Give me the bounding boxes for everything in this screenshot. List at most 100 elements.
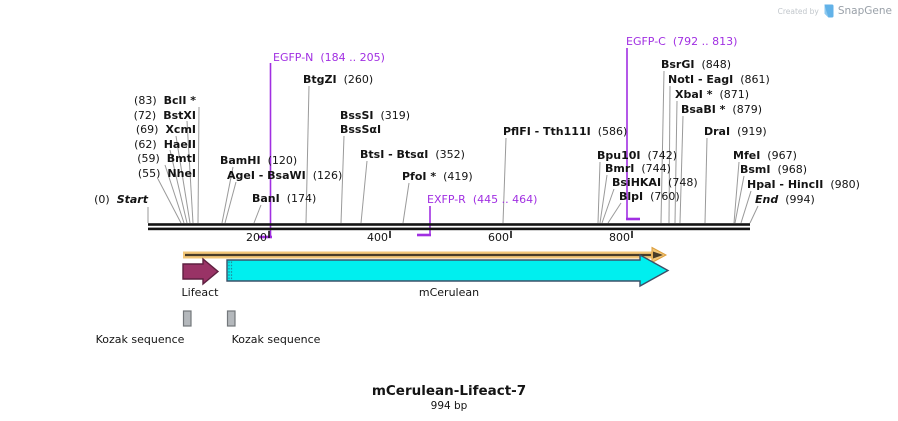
enzyme-label[interactable]: Bpu10I (742) bbox=[597, 150, 677, 162]
enzyme-name: End bbox=[755, 193, 779, 206]
enzyme-position: (760) bbox=[650, 190, 680, 203]
enzyme-label[interactable]: BlpI(760) bbox=[619, 191, 680, 203]
enzyme-site-line bbox=[679, 115, 684, 224]
enzyme-position: (919) bbox=[737, 125, 767, 138]
enzyme-position: (742) bbox=[647, 149, 678, 162]
enzyme-label[interactable]: PflFI - Tth111I(586) bbox=[503, 126, 627, 138]
enzyme-label[interactable]: BamHI (120) bbox=[220, 155, 297, 167]
enzyme-label[interactable]: BssSαI bbox=[340, 124, 388, 136]
enzyme-label[interactable]: DraI (919) bbox=[704, 126, 767, 138]
sequence-backbone bbox=[148, 227, 750, 231]
enzyme-name: Bpu10I bbox=[597, 149, 641, 162]
kozak-sequence-box[interactable] bbox=[226, 310, 236, 327]
feature-caption: Lifeact bbox=[181, 286, 219, 299]
enzyme-position: (968) bbox=[777, 163, 808, 176]
enzyme-name: BamHI bbox=[220, 154, 261, 167]
enzyme-site-line bbox=[607, 202, 622, 224]
enzyme-label[interactable]: BmrI(744) bbox=[605, 163, 671, 175]
map-length: 994 bp bbox=[430, 400, 468, 412]
enzyme-position: (871) bbox=[719, 88, 750, 101]
enzyme-label[interactable]: MfeI(967) bbox=[733, 150, 797, 162]
enzyme-label[interactable]: NotI - EagI(861) bbox=[668, 74, 770, 86]
enzyme-position: (744) bbox=[641, 162, 671, 175]
enzyme-name: BstXI bbox=[163, 109, 196, 122]
enzyme-label[interactable]: (69)XcmI bbox=[136, 124, 196, 136]
watermark-created-by: Created by bbox=[777, 6, 819, 16]
enzyme-site-line bbox=[402, 182, 410, 224]
enzyme-label[interactable]: BssSI(319) bbox=[340, 110, 410, 122]
enzyme-position: (879) bbox=[732, 103, 763, 116]
enzyme-label[interactable]: PfoI *(419) bbox=[402, 171, 473, 183]
enzyme-name: Start bbox=[116, 193, 148, 206]
enzyme-site-line bbox=[186, 120, 194, 224]
enzyme-position: (352) bbox=[435, 148, 465, 161]
primer-label[interactable]: EXFP-R (445 .. 464) bbox=[427, 194, 537, 206]
enzyme-site-line bbox=[740, 190, 752, 224]
enzyme-name: BsrGI bbox=[661, 58, 695, 71]
enzyme-site-line bbox=[340, 135, 345, 224]
enzyme-site-line bbox=[221, 166, 234, 224]
enzyme-name: BssSI bbox=[340, 109, 374, 122]
primer-name: EXFP-R bbox=[427, 193, 466, 206]
primer-label[interactable]: EGFP-C(792 .. 813) bbox=[626, 36, 737, 48]
enzyme-site-line bbox=[733, 161, 740, 224]
enzyme-position: (55) bbox=[137, 167, 161, 180]
primer-name: EGFP-N bbox=[273, 51, 314, 64]
enzyme-site-line bbox=[704, 137, 708, 224]
primer-name: EGFP-C bbox=[626, 35, 666, 48]
ruler-number: 400 bbox=[367, 231, 388, 244]
enzyme-name: PfoI * bbox=[402, 170, 437, 183]
enzyme-name: HaeII bbox=[163, 138, 196, 151]
enzyme-site-line bbox=[601, 188, 615, 224]
primer-label[interactable]: EGFP-N(184 .. 205) bbox=[273, 52, 385, 64]
sequence-backbone bbox=[148, 223, 750, 226]
enzyme-position: (126) bbox=[312, 169, 343, 182]
enzyme-position: (174) bbox=[286, 192, 317, 205]
ruler-number: 800 bbox=[609, 231, 630, 244]
enzyme-label[interactable]: (59)BmtI bbox=[137, 153, 196, 165]
enzyme-label[interactable]: (55) NheI bbox=[138, 168, 196, 180]
ruler-number: 600 bbox=[488, 231, 509, 244]
primer-range: (445 .. 464) bbox=[472, 193, 538, 206]
enzyme-label[interactable]: (62)HaeII bbox=[134, 139, 196, 151]
enzyme-name: XbaI * bbox=[675, 88, 713, 101]
ruler-number: 200 bbox=[246, 231, 267, 244]
map-title: mCerulean-Lifeact-7 bbox=[371, 383, 527, 399]
enzyme-label[interactable]: BanI(174) bbox=[252, 193, 316, 205]
enzyme-label[interactable]: End(994) bbox=[755, 194, 815, 206]
enzyme-name: PflFI - Tth111I bbox=[503, 125, 591, 138]
enzyme-site-line bbox=[749, 205, 759, 224]
enzyme-label[interactable]: XbaI * (871) bbox=[675, 89, 749, 101]
enzyme-label[interactable]: BsmI(968) bbox=[740, 164, 807, 176]
enzyme-name: BmtI bbox=[166, 152, 196, 165]
enzyme-label[interactable]: BsaBI *(879) bbox=[681, 104, 762, 116]
enzyme-position: (0) bbox=[94, 193, 110, 206]
enzyme-label[interactable]: HpaI - HincII(980) bbox=[747, 179, 860, 191]
enzyme-label[interactable]: BsrGI (848) bbox=[661, 59, 731, 71]
enzyme-site-line bbox=[224, 181, 237, 224]
enzyme-position: (861) bbox=[740, 73, 770, 86]
feature-arrow-mCerulean[interactable] bbox=[226, 253, 670, 288]
enzyme-label[interactable]: AgeI - BsaWI (126) bbox=[227, 170, 342, 182]
feature-arrow-Lifeact[interactable] bbox=[182, 257, 220, 286]
enzyme-label[interactable]: BtgZI(260) bbox=[303, 74, 373, 86]
enzyme-site-line bbox=[360, 160, 368, 224]
kozak-sequence-box[interactable] bbox=[182, 310, 192, 327]
enzyme-name: AgeI - BsaWI bbox=[227, 169, 306, 182]
enzyme-site-line bbox=[502, 137, 507, 224]
enzyme-name: DraI bbox=[704, 125, 731, 138]
enzyme-name: NheI bbox=[167, 167, 196, 180]
enzyme-label[interactable]: BsiHKAI(748) bbox=[612, 177, 698, 189]
enzyme-label[interactable]: BtsI - BtsαI(352) bbox=[360, 149, 465, 161]
enzyme-position: (748) bbox=[668, 176, 698, 189]
enzyme-site-line bbox=[660, 70, 665, 224]
enzyme-label[interactable]: (72)BstXI bbox=[134, 110, 196, 122]
enzyme-site-line bbox=[157, 178, 182, 224]
enzyme-label[interactable]: (83)BclI * bbox=[134, 95, 196, 107]
enzyme-name: HpaI - HincII bbox=[747, 178, 824, 191]
enzyme-label[interactable]: (0) Start bbox=[94, 194, 148, 206]
enzyme-site-line bbox=[674, 100, 678, 224]
enzyme-position: (848) bbox=[701, 58, 732, 71]
enzyme-position: (120) bbox=[267, 154, 298, 167]
